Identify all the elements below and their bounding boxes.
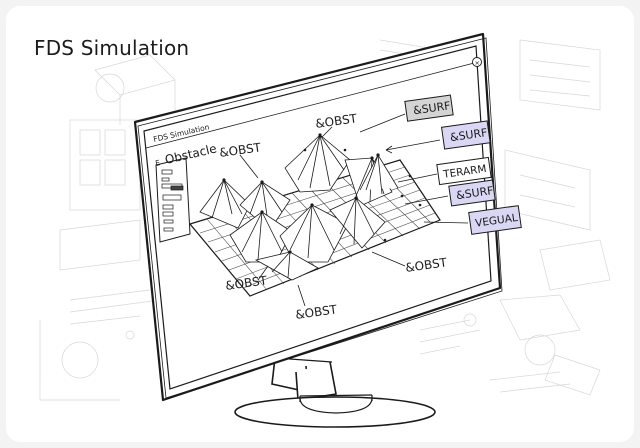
obst-label: &OBST [404,255,448,275]
panel-slider[interactable] [170,185,184,191]
monitor-illustration: FDS Simulation × E Obstacle [39,32,611,428]
mesh-peaks [199,134,399,281]
leader-lines [239,113,469,307]
tag-surf-2[interactable]: &SURF [440,120,491,150]
monitor-stand [234,357,436,428]
panel-title-prefix: E [154,158,161,168]
panel-field[interactable] [161,169,173,175]
mesh-nodes [222,133,422,254]
obst-label: &OBST [294,302,338,322]
panel-field[interactable] [163,227,174,232]
tag-vegual[interactable]: VEGUAL [468,205,522,235]
svg-text:VEGUAL: VEGUAL [474,212,518,230]
obst-label: &OBST [218,140,262,160]
panel-field[interactable] [162,211,174,217]
tag-terarm[interactable]: TERARM [436,156,492,186]
panel-field[interactable] [163,219,174,224]
svg-text:&SURF: &SURF [449,126,488,144]
terrain-mesh [188,133,441,297]
panel-field[interactable] [161,177,170,182]
svg-text:&SURF: &SURF [412,99,451,117]
panel-field[interactable] [162,204,174,210]
close-glyph: × [475,59,480,67]
tag-surf-1[interactable]: &SURF [404,94,454,122]
obst-labels: &OBST &OBST &OBST &OBST &OBST [218,111,448,322]
obst-label: &OBST [314,111,358,131]
tag-surf-3[interactable]: &SURF [448,179,496,207]
page-title: FDS Simulation [34,36,190,60]
frame: FDS Simulation [6,6,634,442]
close-icon[interactable] [472,57,482,67]
svg-text:&SURF: &SURF [455,184,494,202]
obst-label: &OBST [224,273,268,293]
monitor-bezel-edge [137,37,503,399]
blueprint-sketch-icon [39,39,611,401]
panel-dropdown[interactable] [162,194,182,201]
